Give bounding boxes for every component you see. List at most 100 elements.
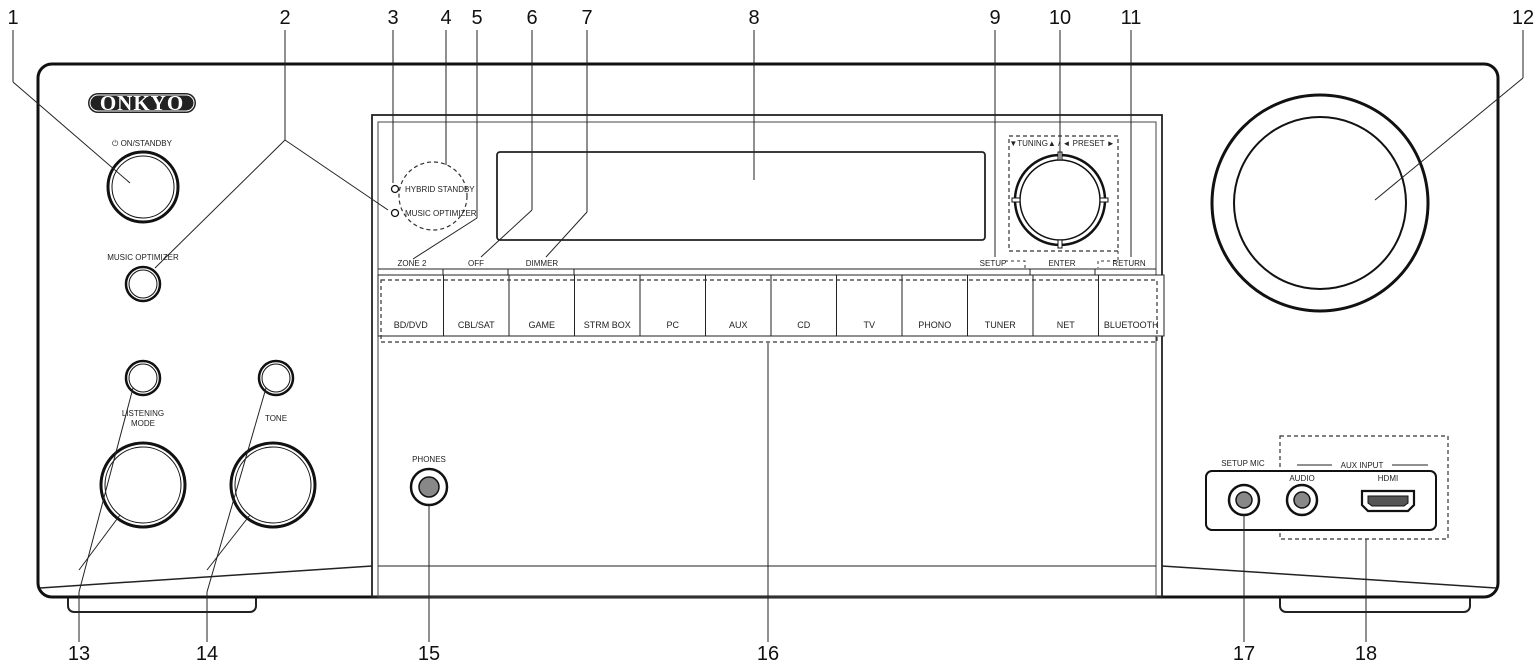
onkyo-logo	[88, 93, 196, 113]
leader-2b	[284, 139, 389, 211]
callout-1: 1	[7, 7, 18, 29]
onkyo-logo-border	[89, 94, 195, 112]
leader-2a	[154, 139, 286, 269]
leader-1b	[12, 81, 131, 184]
input-button-net[interactable]	[1032, 274, 1099, 337]
center-panel-inner	[377, 121, 1157, 598]
onkyo-logo-text: ONKYO	[100, 91, 184, 115]
input-button-label: GAME	[528, 320, 555, 330]
input-button-label: AUX	[729, 320, 748, 330]
callout-16: 16	[757, 643, 779, 665]
setup-dash-connector	[1005, 260, 1026, 268]
return-label: RETURN	[1112, 259, 1146, 268]
input-button-tuner[interactable]	[967, 274, 1034, 337]
bevel-right	[1161, 565, 1497, 589]
tone-label: TONE	[265, 414, 287, 423]
callout-5: 5	[471, 7, 482, 29]
callout-7: 7	[581, 7, 592, 29]
tuning-preset-label: ▼TUNING▲ / ◄ PRESET ►	[1009, 139, 1114, 148]
input-selector-area	[380, 279, 1158, 343]
setup-mic-jack-hole	[1235, 491, 1253, 509]
callout-14: 14	[196, 643, 218, 665]
phones-label: PHONES	[412, 455, 446, 464]
listening-mode-knob-rim	[104, 446, 182, 524]
bevel-left	[39, 565, 373, 589]
input-button-label: PC	[666, 320, 679, 330]
music-optimizer-button[interactable]	[124, 265, 162, 303]
callout-6: 6	[526, 7, 537, 29]
input-button-bluetooth[interactable]	[1098, 274, 1165, 337]
hdmi-label: HDMI	[1378, 474, 1398, 483]
ring-mark-bottom	[1057, 239, 1063, 249]
audio-label: AUDIO	[1289, 474, 1314, 483]
callout-10: 10	[1049, 7, 1071, 29]
ring-mark-left	[1011, 197, 1021, 203]
callout-leaders	[12, 30, 1524, 642]
callout-11: 11	[1121, 7, 1142, 29]
phones-jack-hole	[418, 476, 440, 498]
aux-audio-jack-hole	[1293, 491, 1311, 509]
enter-button[interactable]	[1019, 159, 1101, 241]
callout-12: 12	[1512, 7, 1534, 29]
input-button-label: BD/DVD	[394, 320, 429, 330]
callout-4: 4	[440, 7, 451, 29]
music-optimizer-label: MUSIC OPTIMIZER	[107, 253, 179, 262]
callout-8: 8	[748, 7, 759, 29]
input-button-aux[interactable]	[705, 274, 772, 337]
leader-5b	[412, 217, 478, 260]
input-button-label: CBL/SAT	[458, 320, 495, 330]
leader-13b	[78, 514, 121, 571]
callout-17: 17	[1233, 643, 1255, 665]
listening-mode-small-button[interactable]	[124, 359, 162, 397]
listening-mode-knob[interactable]	[99, 441, 187, 529]
on-standby-button[interactable]	[106, 150, 180, 224]
input-jack-panel	[1205, 470, 1437, 531]
leader-6b	[480, 209, 533, 258]
tone-small-button[interactable]	[257, 359, 295, 397]
aux-input-label: AUX INPUT	[1341, 461, 1384, 470]
setup-label: SETUP	[980, 259, 1007, 268]
input-button-cbl-sat[interactable]	[443, 274, 510, 337]
callout-18: 18	[1355, 643, 1377, 665]
input-button-label: TV	[863, 320, 875, 330]
tone-knob-rim	[234, 446, 312, 524]
on-standby-label: ⏻ ON/STANDBY	[112, 139, 173, 148]
music-optimizer-led-label: MUSIC OPTIMIZER	[405, 209, 477, 218]
off-label: OFF	[468, 259, 484, 268]
hybrid-standby-led	[390, 184, 400, 194]
setup-mic-label: SETUP MIC	[1221, 459, 1265, 468]
input-button-label: TUNER	[985, 320, 1016, 330]
input-button-label: BLUETOOTH	[1104, 320, 1159, 330]
return-dash-connector	[1097, 251, 1119, 268]
input-button-label: PHONO	[918, 320, 951, 330]
tone-small-button-rim	[261, 363, 291, 393]
volume-knob-inner	[1233, 116, 1407, 290]
listening-mode-small-button-rim	[128, 363, 158, 393]
callout-13: 13	[68, 643, 90, 665]
leader-12b	[1374, 77, 1524, 201]
dimmer-label: DIMMER	[526, 259, 559, 268]
callout-9: 9	[989, 7, 1000, 29]
leader-7b	[545, 211, 588, 258]
leader-14b	[206, 514, 251, 571]
tone-knob[interactable]	[229, 441, 317, 529]
display-window	[496, 151, 986, 241]
hybrid-standby-label: HYBRID STANDBY	[405, 185, 475, 194]
callout-15: 15	[418, 643, 440, 665]
callout-3: 3	[387, 7, 398, 29]
ring-mark-right	[1099, 197, 1109, 203]
remote-sensor-area	[398, 161, 468, 231]
zone2-label: ZONE 2	[398, 259, 427, 268]
input-button-strm-box[interactable]	[574, 274, 641, 337]
on-standby-button-rim	[111, 155, 175, 219]
listening-mode-label-1: LISTENING	[122, 409, 164, 418]
enter-label: ENTER	[1048, 259, 1075, 268]
input-button-tv[interactable]	[836, 274, 903, 337]
music-optimizer-button-rim	[128, 269, 158, 299]
listening-mode-label-2: MODE	[131, 419, 155, 428]
callout-2: 2	[279, 7, 290, 29]
input-button-phono[interactable]	[901, 274, 968, 337]
